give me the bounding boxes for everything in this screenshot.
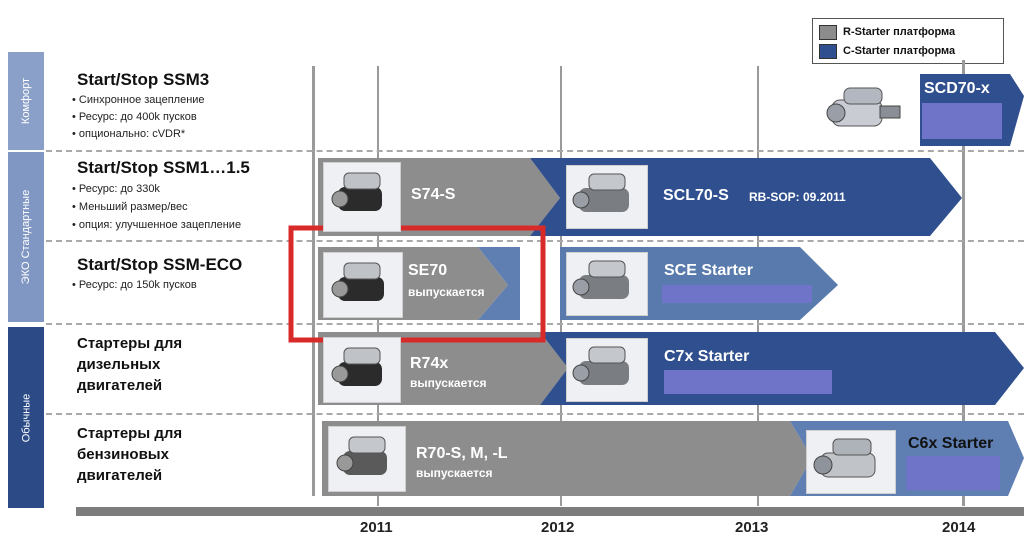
starter-image-c6x: [806, 430, 896, 494]
row-title-ssm1: Start/Stop SSM1…1.5: [77, 158, 250, 177]
starter-motor-icon: [336, 436, 387, 475]
row-title-ssm3: Start/Stop SSM3: [77, 70, 210, 89]
legend-c-starter-label: C-Starter платформа: [843, 45, 956, 57]
starter-image-scl70s: [566, 165, 648, 229]
legend-r-starter-label: R-Starter платформа: [843, 26, 956, 38]
bar-c7x-label: C7x Starter: [664, 348, 750, 365]
c-starter-swatch: [819, 43, 837, 59]
bar-se70-transition: [478, 247, 520, 320]
title-line: Стартеры для: [77, 335, 183, 352]
bullet: • Ресурс: до 150k пусков: [72, 279, 197, 291]
starter-motor-icon: [331, 347, 382, 386]
bar-sce-label: SCE Starter: [664, 262, 753, 279]
row-separator: [46, 413, 1024, 415]
bar-se70-label: SE70: [408, 262, 448, 279]
starter-image-c7x: [566, 338, 648, 402]
timeline-axis: [76, 507, 1024, 516]
r-starter-swatch: [819, 24, 837, 40]
bar-scl70s-note: RB-SOP: 09.2011: [749, 190, 846, 204]
legend: R-Starter платформа C-Starter платформа: [812, 18, 1004, 64]
starter-motor-icon: [572, 173, 629, 212]
row-separator: [46, 240, 1024, 242]
c7x-detail-box: [664, 370, 832, 394]
bullet: • Ресурс: до 400k пусков: [72, 111, 197, 123]
row-separator: [46, 323, 1024, 325]
bar-se70-sub: выпускается: [408, 285, 485, 299]
bullet: • Ресурс: до 330k: [72, 183, 160, 195]
starter-image-sce: [566, 252, 648, 316]
starter-image-se70: [323, 252, 403, 318]
year-label: 2012: [541, 519, 575, 536]
starter-motor-icon: [572, 260, 629, 299]
bar-r70-label: R70-S, M, -L: [416, 445, 508, 462]
title-line: двигателей: [77, 377, 163, 394]
bar-r74x-label: R74x: [410, 355, 449, 372]
starter-motor-icon: [572, 346, 629, 385]
bar-r74x-sub: выпускается: [410, 376, 487, 390]
bar-c7x: [540, 332, 1024, 405]
category-comfort: Комфорт: [8, 52, 44, 150]
gridline-start: [312, 66, 315, 496]
row-title-eco: Start/Stop SSM-ECO: [77, 255, 243, 274]
sce-detail-box: [662, 285, 812, 303]
bar-c6x-label: C6x Starter: [908, 435, 994, 452]
bullet: • опционально: cVDR*: [72, 128, 186, 140]
bar-scd70-label: SCD70-x: [924, 80, 990, 97]
year-label: 2013: [735, 519, 769, 536]
bullet: • опция: улучшенное зацепление: [72, 219, 242, 231]
starter-motor-icon: [331, 262, 384, 301]
title-line: бензиновых: [77, 446, 169, 463]
bar-r70: [322, 421, 812, 496]
bar-scl70s-label: SCL70-S: [663, 187, 729, 204]
bar-r70-sub: выпускается: [416, 466, 493, 480]
row-title-petrol: Стартеры для бензиновых двигателей: [77, 423, 182, 486]
starter-motor-icon: [826, 87, 901, 127]
c6x-detail-box: [906, 456, 1000, 490]
title-line: двигателей: [77, 467, 163, 484]
row-title-diesel: Стартеры для дизельных двигателей: [77, 333, 182, 396]
starter-motor-icon: [813, 438, 876, 478]
bullet: • Меньший размер/вес: [72, 201, 188, 213]
legend-c-starter: C-Starter платформа: [819, 43, 955, 59]
starter-image-scd70: [822, 80, 906, 142]
year-label: 2011: [360, 519, 393, 536]
gridline-2014: [962, 60, 965, 506]
starter-image-r74x: [323, 337, 401, 403]
year-label: 2014: [942, 519, 976, 536]
starter-image-r70: [328, 426, 406, 492]
category-eco-standard: ЭКО Стандартные: [8, 152, 44, 322]
highlight-box: [288, 225, 546, 343]
title-line: дизельных: [77, 356, 161, 373]
bullet: • Синхронное зацепление: [72, 94, 205, 106]
starter-motor-icon: [331, 172, 382, 211]
category-regular: Обычные: [8, 327, 44, 508]
starter-image-s74s: [323, 162, 401, 232]
legend-r-starter: R-Starter платформа: [819, 24, 955, 40]
scd70-detail-box: [922, 103, 1002, 139]
row-separator: [46, 150, 1024, 152]
title-line: Стартеры для: [77, 425, 183, 442]
bar-s74s-label: S74-S: [411, 186, 456, 203]
